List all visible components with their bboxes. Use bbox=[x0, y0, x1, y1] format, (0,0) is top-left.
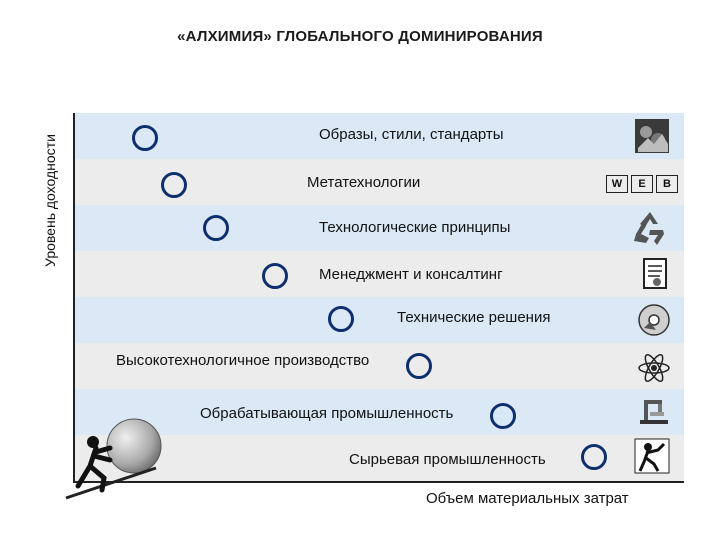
sisyphus-boulder-icon bbox=[65, 418, 162, 500]
level-marker-4 bbox=[262, 263, 288, 289]
recycle-icon bbox=[634, 212, 664, 245]
machine-icon bbox=[640, 400, 668, 424]
y-axis-label: Уровень доходности bbox=[42, 134, 58, 267]
band-1 bbox=[73, 113, 684, 159]
level-marker-6 bbox=[406, 353, 432, 379]
level-label-7: Обрабатывающая промышленность bbox=[200, 405, 454, 422]
worker-icon bbox=[634, 438, 670, 474]
level-label-3: Технологические принципы bbox=[319, 219, 511, 236]
level-marker-8 bbox=[581, 444, 607, 470]
band-5 bbox=[73, 297, 684, 343]
level-marker-2 bbox=[161, 172, 187, 198]
level-label-1: Образы, стили, стандарты bbox=[319, 126, 504, 143]
band-3 bbox=[73, 205, 684, 251]
level-label-2: Метатехнологии bbox=[307, 174, 421, 191]
web-letter-w: W bbox=[606, 175, 628, 193]
y-axis-line bbox=[73, 113, 75, 483]
disc-icon bbox=[638, 304, 670, 336]
web-icon: W E B bbox=[606, 175, 678, 193]
level-marker-5 bbox=[328, 306, 354, 332]
level-label-6: Высокотехнологичное производство bbox=[116, 352, 370, 369]
band-7 bbox=[73, 389, 684, 435]
level-label-4: Менеджмент и консалтинг bbox=[319, 266, 503, 283]
level-label-5: Технические решения bbox=[397, 309, 551, 326]
web-letter-e: E bbox=[631, 175, 653, 193]
diagram-title: «АЛХИМИЯ» ГЛОБАЛЬНОГО ДОМИНИРОВАНИЯ bbox=[177, 28, 543, 45]
band-6 bbox=[73, 343, 684, 389]
levels-area bbox=[73, 113, 684, 481]
web-letter-b: B bbox=[656, 175, 678, 193]
art-photo-icon bbox=[635, 119, 669, 153]
level-marker-1 bbox=[132, 125, 158, 151]
level-marker-3 bbox=[203, 215, 229, 241]
level-label-8: Сырьевая промышленность bbox=[349, 451, 546, 468]
band-4 bbox=[73, 251, 684, 297]
document-icon bbox=[643, 258, 667, 289]
atom-icon bbox=[638, 354, 670, 382]
x-axis-line bbox=[73, 481, 684, 483]
level-marker-7 bbox=[490, 403, 516, 429]
x-axis-label: Объем материальных затрат bbox=[426, 490, 629, 507]
